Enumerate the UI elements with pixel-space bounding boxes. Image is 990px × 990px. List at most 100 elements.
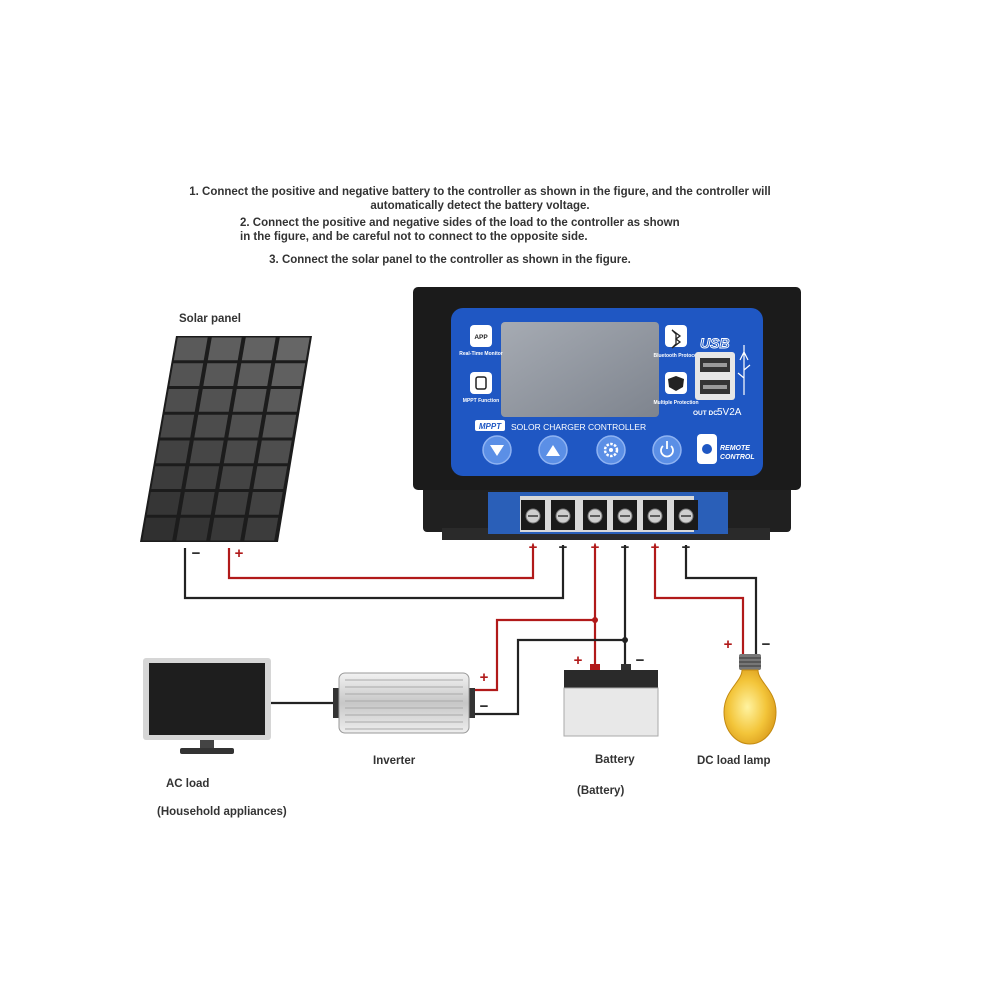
solar-cell [169, 363, 204, 386]
solar-cell [173, 337, 208, 361]
wire-inverter-negative [474, 638, 625, 716]
solar-cell [160, 414, 195, 438]
dc-lamp-label: DC load lamp [697, 755, 771, 767]
solar-panel-cells [142, 337, 310, 541]
settings-button[interactable] [596, 435, 626, 465]
solar-cell [253, 466, 288, 489]
solar-cell [155, 440, 190, 464]
app-icon-label: APP [474, 334, 488, 341]
wire-lamp-negative [684, 545, 758, 655]
terminal-sign-4: − [621, 539, 630, 556]
solar-cell [180, 492, 215, 515]
up-button[interactable] [538, 435, 568, 465]
terminal-sign-2: − [559, 539, 568, 556]
inverter-negative-sign: − [480, 698, 489, 715]
solar-panel-label: Solar panel [179, 313, 241, 325]
terminal-block [521, 500, 698, 530]
out-dc-value: 5V2A [717, 407, 742, 418]
wire-inverter-positive [474, 618, 595, 692]
battery-positive-sign: + [574, 652, 583, 669]
solar-cell [189, 440, 224, 464]
mppt-function-icon [470, 372, 492, 394]
real-time-label: Real-Time Monitor [459, 351, 503, 357]
mppt-badge [475, 420, 505, 431]
usb-label: USB [700, 335, 730, 351]
wires [183, 545, 758, 716]
mppt-badge-label: MPPT [479, 422, 502, 431]
solar-cell [257, 440, 292, 464]
power-icon [660, 445, 674, 458]
terminal-signs: + − + − + − − + + − + − + − [192, 539, 771, 715]
charge-controller: APP Real-Time Monitor MPPT Function Blue… [413, 287, 801, 540]
terminal-sign-3: + [591, 539, 600, 556]
solar-panel [140, 336, 312, 542]
solar-cell [232, 389, 267, 412]
solar-cell [176, 517, 211, 541]
solar-cell [198, 389, 233, 412]
solar-cell [223, 440, 258, 464]
instruction-step2-line2: in the figure, and be careful not to con… [240, 231, 588, 243]
lamp-positive-sign: + [724, 636, 733, 653]
inverter-label: Inverter [373, 755, 416, 767]
junction-positive [592, 617, 598, 623]
solar-cell [244, 517, 279, 541]
down-button[interactable] [482, 435, 512, 465]
instruction-step2-line1: 2. Connect the positive and negative sid… [240, 217, 680, 229]
solar-cell [146, 492, 181, 515]
instruction-step2: 2. Connect the positive and negative sid… [240, 216, 720, 244]
battery-negative-sign: − [636, 652, 645, 669]
wire-lamp-positive [653, 545, 745, 655]
inverter [333, 672, 475, 734]
usb-symbol-icon [737, 345, 751, 395]
lamp-negative-sign: − [762, 636, 771, 653]
solar-cell [219, 466, 254, 489]
app-icon [470, 325, 492, 347]
out-dc-label: OUT DC [693, 410, 718, 417]
solar-cell [237, 363, 272, 386]
gear-icon [603, 442, 619, 458]
instruction-step1: 1. Connect the positive and negative bat… [150, 185, 810, 213]
ac-load-monitor [143, 658, 271, 754]
wire-solar-negative [183, 545, 565, 600]
battery [563, 664, 659, 737]
mppt-function-label: MPPT Function [463, 398, 499, 404]
terminal-sign-1: + [529, 539, 538, 556]
remote-line1: REMOTE [720, 445, 750, 452]
solar-cell [210, 517, 245, 541]
up-arrow-icon [546, 445, 560, 456]
solar-cell [203, 363, 238, 386]
battery-label: Battery [595, 754, 635, 766]
solar-cell [214, 492, 249, 515]
down-arrow-icon [490, 445, 504, 456]
instruction-step3: 3. Connect the solar panel to the contro… [269, 254, 631, 266]
dc-lamp [723, 654, 777, 745]
inverter-fins [345, 679, 463, 730]
solar-cell [248, 492, 283, 515]
terminal-sign-6: − [682, 539, 691, 556]
solar-cell [194, 414, 229, 438]
solar-cell [271, 363, 306, 386]
instruction-step1-line2: automatically detect the battery voltage… [370, 200, 590, 212]
solar-cell [207, 337, 242, 361]
solar-cell [241, 337, 276, 361]
solar-cell [275, 337, 310, 361]
solar-cell [142, 517, 177, 541]
controller-title: SOLOR CHARGER CONTROLLER [511, 422, 646, 432]
solar-cell [228, 414, 263, 438]
bluetooth-label: Bluetooth Protocol [654, 353, 700, 359]
junction-negative [622, 637, 628, 643]
instruction-step1-line1: 1. Connect the positive and negative bat… [189, 186, 771, 198]
power-button[interactable] [652, 435, 682, 465]
multiple-protection-label: Multiple Protection [654, 400, 699, 406]
solar-cell [266, 389, 301, 412]
solar-cell [164, 389, 199, 412]
solar-positive-sign: + [235, 545, 244, 562]
ac-load-label: AC load [166, 778, 210, 790]
wire-solar-positive [227, 545, 535, 580]
solar-cell [151, 466, 186, 489]
solar-cell [185, 466, 220, 489]
battery-paren-label: (Battery) [577, 785, 625, 797]
household-label: (Household appliances) [157, 806, 287, 818]
remote-line2: CONTROL [720, 454, 755, 461]
